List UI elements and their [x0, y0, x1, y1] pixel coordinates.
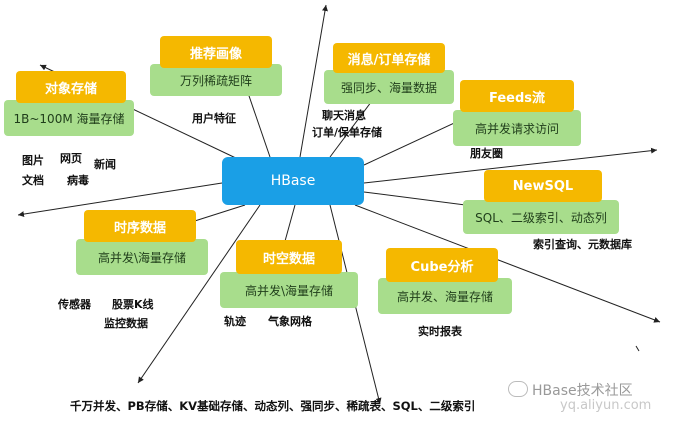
spatiotemporal-title: 时空数据: [236, 240, 342, 274]
label-monitoring: 监控数据: [104, 317, 148, 330]
recommend-subtitle: 万列稀疏矩阵: [150, 64, 282, 96]
label-documents: 文档: [22, 174, 44, 187]
cube-subtitle: 高并发、海量存储: [378, 278, 512, 314]
label-news: 新闻: [94, 158, 116, 171]
label-trajectory: 轨迹: [224, 315, 246, 328]
timeseries-subtitle: 高并发\海量存储: [76, 239, 208, 275]
arrow-lower-right: [354, 204, 661, 323]
message-title: 消息/订单存储: [333, 43, 445, 73]
object-storage-subtitle: 1B~100M 海量存储: [4, 100, 134, 136]
newsql-title: NewSQL: [484, 170, 602, 202]
label-weather-grid: 气象网格: [268, 315, 312, 328]
label-images: 图片: [22, 154, 44, 167]
label-index-query: 索引查询、元数据库: [533, 238, 632, 251]
newsql-subtitle: SQL、二级索引、动态列: [463, 200, 619, 234]
timeseries-title: 时序数据: [84, 210, 196, 242]
arrow-right: [363, 147, 658, 184]
label-webpage: 网页: [60, 152, 82, 165]
message-subtitle: 强同步、海量数据: [324, 70, 454, 104]
label-friends-circle: 朋友圈: [470, 147, 503, 160]
label-sensor: 传感器: [58, 298, 91, 311]
watermark-url: yq.aliyun.com: [560, 398, 652, 413]
label-virus: 病毒: [67, 174, 89, 187]
label-stock-kline: 股票K线: [112, 298, 154, 311]
feeds-title: Feeds流: [460, 80, 574, 112]
wechat-icon: [508, 381, 528, 397]
object-storage-title: 对象存储: [16, 71, 126, 103]
cube-title: Cube分析: [386, 248, 498, 282]
label-realtime-report: 实时报表: [418, 325, 462, 338]
label-bottom-features: 千万并发、PB存储、KV基础存储、动态列、强同步、稀疏表、SQL、二级索引: [70, 399, 476, 413]
arrow-top: [299, 4, 328, 158]
recommend-title: 推荐画像: [160, 36, 272, 68]
label-order-storage: 订单/保单存储: [312, 126, 383, 139]
feeds-subtitle: 高并发请求访问: [453, 110, 581, 146]
label-user-features: 用户特征: [192, 112, 236, 125]
arrow-left: [17, 182, 223, 218]
watermark-brand: HBase技术社区: [508, 380, 633, 400]
hbase-hub: HBase: [222, 157, 364, 205]
spatiotemporal-subtitle: 高并发\海量存储: [220, 272, 358, 308]
label-chat-message: 聊天消息: [322, 109, 366, 122]
arrow-small-mark: [635, 345, 640, 352]
arrow-bottom-left: [137, 204, 261, 384]
